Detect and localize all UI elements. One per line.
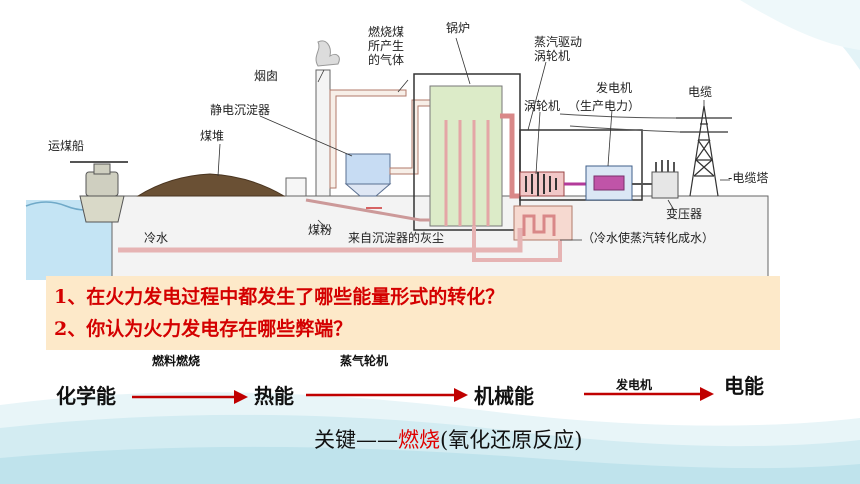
key-statement: 关键——燃烧(氧化还原反应) bbox=[314, 424, 582, 454]
term-electric-energy: 电能 bbox=[724, 374, 764, 398]
key-highlight: 燃烧 bbox=[398, 428, 440, 452]
label-generator-note: （生产电力） bbox=[568, 99, 641, 113]
key-prefix: 关键—— bbox=[314, 428, 398, 452]
steam-line bbox=[500, 113, 520, 199]
label-cooling-note: （冷水使蒸汽转化成水） bbox=[582, 231, 715, 245]
label-cable-tower: -电缆塔 bbox=[728, 171, 769, 185]
term-chemical-energy: 化学能 bbox=[56, 384, 116, 408]
flue-pipe bbox=[329, 89, 407, 189]
transformer bbox=[651, 160, 679, 199]
label-steam-drives-turbine: 蒸汽驱动涡轮机 bbox=[534, 35, 583, 63]
question-1: 1、在火力发电过程中都发生了哪些能量形式的转化？ bbox=[54, 286, 505, 308]
coal-pile bbox=[136, 173, 286, 197]
return-pipe bbox=[472, 226, 562, 262]
label-coal-pile: 煤堆 bbox=[200, 129, 225, 143]
label-coal-powder: 煤粉 bbox=[308, 223, 333, 237]
arrow-chemical-to-thermal bbox=[132, 390, 248, 404]
leader-lines bbox=[217, 37, 730, 241]
steam-tube bbox=[444, 120, 490, 226]
arrow-thermal-to-mechanical bbox=[306, 388, 468, 402]
label-cold-water: 冷水 bbox=[144, 231, 169, 245]
label-electrostatic-precipitator: 静电沉淀器 bbox=[210, 103, 271, 117]
label-cable: 电缆 bbox=[688, 85, 713, 99]
driver-steam-turbine: 蒸气轮机 bbox=[340, 354, 389, 368]
coal-conveyor bbox=[285, 177, 307, 197]
driver-fuel-combustion: 燃料燃烧 bbox=[152, 354, 201, 368]
label-chimney: 烟囱 bbox=[254, 69, 279, 83]
label-turbine: 涡轮机 bbox=[524, 99, 561, 113]
label-transformer: 变压器 bbox=[666, 207, 703, 221]
label-generator: 发电机 bbox=[596, 81, 633, 95]
coal-feed bbox=[305, 198, 430, 222]
turbine bbox=[519, 171, 565, 197]
power-plant-diagram bbox=[25, 37, 769, 281]
cold-water-pipe bbox=[118, 228, 523, 253]
key-suffix: (氧化还原反应) bbox=[440, 428, 583, 452]
term-thermal-energy: 热能 bbox=[254, 384, 294, 408]
top-right-wave-2 bbox=[740, 0, 860, 50]
label-flue-gas: 燃烧煤所产生的气体 bbox=[368, 25, 405, 67]
cables bbox=[559, 113, 681, 133]
coal-ship bbox=[70, 161, 128, 223]
condenser bbox=[513, 205, 573, 241]
label-boiler: 锅炉 bbox=[446, 21, 471, 35]
question-box: 1、在火力发电过程中都发生了哪些能量形式的转化？ 2、你认为火力发电存在哪些弊端… bbox=[46, 276, 780, 350]
driver-generator: 发电机 bbox=[616, 378, 653, 392]
label-ash: 来自沉淀器的灰尘 bbox=[348, 231, 445, 245]
generator bbox=[585, 165, 633, 201]
electrostatic-precipitator bbox=[344, 153, 392, 197]
boiler bbox=[429, 85, 503, 227]
bottom-wave-3 bbox=[0, 446, 860, 484]
question-2: 2、你认为火力发电存在哪些弊端？ bbox=[54, 318, 353, 340]
turbine-house bbox=[519, 129, 643, 201]
arrow-mechanical-to-electric bbox=[584, 387, 714, 401]
label-coal-ship: 运煤船 bbox=[48, 139, 85, 153]
term-mechanical-energy: 机械能 bbox=[474, 384, 534, 408]
